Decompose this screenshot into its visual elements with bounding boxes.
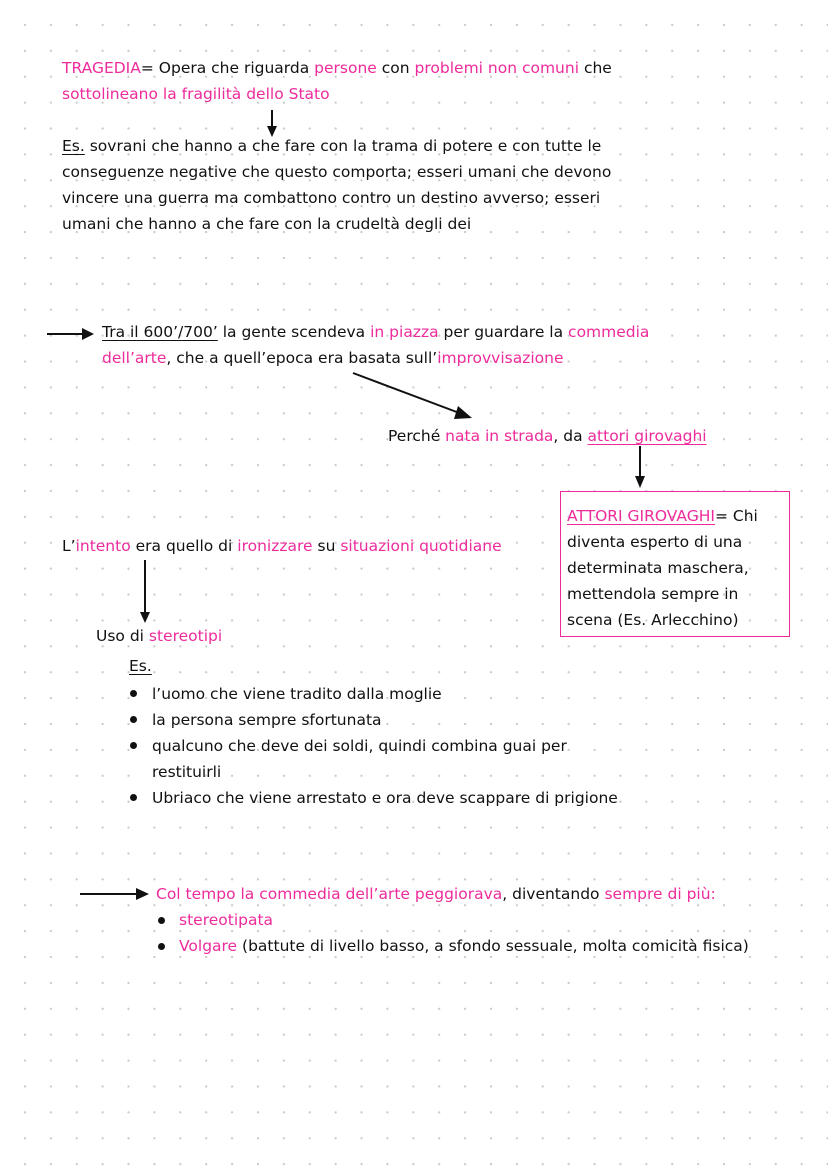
tragedia-definition: TRAGEDIA= Opera che riguarda persone con… (62, 58, 612, 78)
arrow-down-3-head (140, 612, 150, 623)
examples-line-3: vincere una guerra ma combattono contro … (62, 189, 601, 207)
commedia-dellarte: dell’arte (102, 349, 167, 367)
arrow-right-1-head (82, 328, 94, 340)
stereotipi-item-3-cont: restituirli (152, 763, 222, 781)
box-term: ATTORI GIROVAGHI (567, 507, 715, 525)
commedia-improvvisazione: improvvisazione (437, 349, 564, 367)
intento-line: L’intento era quello di ironizzare su si… (62, 536, 502, 556)
intento-c: era quello di (130, 537, 238, 555)
perche-line: Perché nata in strada, da attori girovag… (388, 426, 707, 446)
tragedia-term: TRAGEDIA (62, 59, 141, 77)
tempo-item-1: stereotipata (179, 911, 274, 929)
bullet-6 (158, 943, 165, 950)
tempo-c: sempre di più: (604, 885, 716, 903)
commedia-piazza: in piazza (370, 323, 439, 341)
commedia-text-g: , che a quell’epoca era basata sull’ (166, 349, 438, 367)
bullet-1 (130, 690, 137, 697)
intento-a: L’ (62, 537, 76, 555)
stereotipi-line: Uso di stereotipi (96, 626, 222, 646)
commedia-text-d: per guardare la (438, 323, 569, 341)
box-line-5: scena (Es. Arlecchino) (567, 611, 739, 629)
box-line-3: determinata maschera, (567, 559, 749, 577)
commedia-word: commedia (568, 323, 650, 341)
bullet-3 (130, 742, 137, 749)
stereotipi-item-4: Ubriaco che viene arrestato e ora deve s… (152, 789, 618, 807)
arrow-diagonal (352, 372, 463, 415)
stereotipi-es-label: Es. (129, 657, 152, 675)
bullet-4 (130, 794, 137, 801)
intento-ironizzare: ironizzare (237, 537, 313, 555)
box-text-1: = Chi (715, 507, 758, 525)
examples-es-label: Es. (62, 137, 85, 155)
stereotipi-item-2: la persona sempre sfortunata (152, 711, 382, 729)
commedia-period: Tra il 600’/700’ (102, 323, 218, 341)
tempo-b: , diventando (502, 885, 605, 903)
arrow-down-1-head (267, 126, 277, 137)
tempo-volgare-desc: (battute di livello basso, a sfondo sess… (237, 937, 749, 955)
bullet-2 (130, 716, 137, 723)
tragedia-che: che (579, 59, 612, 77)
commedia-line-2: dell’arte, che a quell’epoca era basata … (102, 348, 564, 368)
stereotipi-item-1: l’uomo che viene tradito dalla moglie (152, 685, 442, 703)
perche-text-a: Perché (388, 427, 446, 445)
examples-line-4: umani che hanno a che fare con la crudel… (62, 215, 472, 233)
intento-situazioni: situazioni quotidiane (340, 537, 502, 555)
tempo-item-2: Volgare (battute di livello basso, a sfo… (179, 936, 749, 956)
attori-girovaghi-box (560, 491, 790, 637)
intento-word: intento (75, 537, 131, 555)
tragedia-problemi: problemi non comuni (414, 59, 580, 77)
arrow-right-2-head (136, 888, 149, 900)
examples-line-1: Es. sovrani che hanno a che fare con la … (62, 136, 601, 156)
stereotipi-item-3: qualcuno che deve dei soldi, quindi comb… (152, 737, 567, 755)
commedia-text-b: la gente scendeva (217, 323, 371, 341)
box-line-1: ATTORI GIROVAGHI= Chi (567, 506, 758, 526)
tempo-line: Col tempo la commedia dell’arte peggiora… (156, 884, 716, 904)
tempo-a: Col tempo la commedia dell’arte peggiora… (156, 885, 503, 903)
box-line-2: diventa esperto di una (567, 533, 743, 551)
intento-e: su (312, 537, 341, 555)
tragedia-persone: persone (314, 59, 377, 77)
tempo-volgare: Volgare (179, 937, 238, 955)
box-line-4: mettendola sempre in (567, 585, 739, 603)
tragedia-line-2: sottolineano la fragilità dello Stato (62, 85, 330, 103)
arrow-down-2-head (635, 476, 645, 488)
commedia-line-1: Tra il 600’/700’ la gente scendeva in pi… (102, 322, 649, 342)
stereotipi-a: Uso di (96, 627, 149, 645)
perche-text-c: , da (553, 427, 588, 445)
stereotipi-word: stereotipi (148, 627, 223, 645)
arrow-diagonal-head (454, 406, 472, 419)
perche-strada: nata in strada (445, 427, 554, 445)
tragedia-text: = Opera che riguarda (140, 59, 315, 77)
examples-text-1: sovrani che hanno a che fare con la tram… (84, 137, 602, 155)
bullet-5 (158, 917, 165, 924)
examples-line-2: conseguenze negative che questo comporta… (62, 163, 612, 181)
perche-attori: attori girovaghi (587, 427, 707, 445)
tragedia-con: con (376, 59, 415, 77)
